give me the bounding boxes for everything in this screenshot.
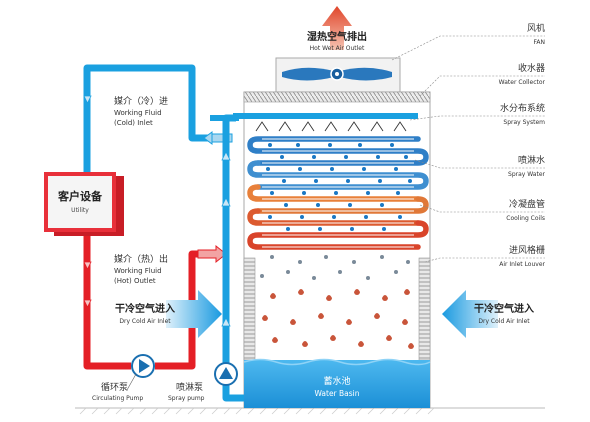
flow-arrows [83, 95, 231, 327]
air-inlet-louver-label-en: Air Inlet Louver [499, 261, 545, 268]
water-basin [244, 360, 430, 408]
water-collector-label-en: Water Collector [499, 79, 546, 86]
spray-droplets [266, 143, 412, 231]
water-basin-label-cn: 蓄水池 [323, 375, 350, 387]
water-collector-label-cn: 收水器 [518, 62, 545, 74]
cooling-coils-label-en: Cooling Coils [506, 215, 545, 222]
hot-air-outlet-arrow [322, 6, 352, 50]
utility-label-en: Utility [71, 207, 89, 214]
spray-system-label-en: Spray System [503, 119, 545, 126]
spray-water-label-cn: 喷淋水 [518, 154, 545, 166]
spray-pump-label-en: Spray pump [168, 395, 205, 402]
falling-droplets-grey [260, 255, 410, 280]
hot-air-outlet-label-cn: 湿热空气排出 [307, 30, 367, 43]
spray-pump-label-cn: 喷淋泵 [176, 381, 203, 393]
utility-box [44, 172, 124, 236]
cold-fluid-inlet-label-cn: 媒介（冷）进 [114, 95, 168, 107]
circulating-pump-icon [131, 354, 155, 378]
water-collector [243, 91, 431, 103]
cold-fluid-inlet-label-en1: Working Fluid [114, 109, 162, 117]
fan-label-en: FAN [534, 39, 546, 46]
dry-air-right-label-cn: 干冷空气进入 [474, 302, 534, 315]
dry-air-right-label-en: Dry Cold Air Inlet [478, 318, 530, 325]
spray-header-pipe [210, 113, 418, 121]
hot-fluid-outlet-label-cn: 媒介（热）出 [114, 253, 168, 265]
cooling-coils-label-cn: 冷凝盘管 [509, 198, 545, 210]
falling-droplets-warm [262, 289, 414, 349]
air-inlet-louver-right [418, 257, 431, 361]
hot-outlet-arrow [197, 244, 227, 264]
fan-label-cn: 风机 [527, 22, 545, 34]
coil-highlights [262, 138, 414, 248]
spray-system-label-cn: 水分布系统 [500, 102, 545, 114]
circulating-pump-label-en: Circulating Pump [92, 395, 143, 402]
dry-air-arrow-right [442, 290, 498, 338]
cold-fluid-inlet-label-en2: (Cold) Inlet [114, 119, 153, 127]
fan-icon [282, 67, 392, 81]
dry-air-left-label-en: Dry Cold Air Inlet [119, 318, 171, 325]
air-inlet-louver-left [243, 257, 256, 361]
hot-fluid-outlet-label-en1: Working Fluid [114, 267, 162, 275]
spray-water-pipe [222, 114, 244, 402]
ground-hatch [79, 407, 435, 415]
flow-arrows-hot [83, 261, 92, 308]
dry-air-left-label-cn: 干冷空气进入 [115, 302, 175, 315]
cold-fluid-pipe [83, 64, 212, 176]
spray-nozzles [255, 121, 407, 132]
hot-fluid-outlet-label-en2: (Hot) Outlet [114, 277, 156, 285]
hot-air-outlet-label-en: Hot Wet Air Outlet [310, 45, 365, 52]
dry-air-arrow-left [166, 290, 222, 338]
water-basin-surface [243, 358, 431, 366]
spray-pump-icon [214, 362, 238, 386]
callout-leaders [391, 35, 545, 263]
hot-return-pipe [83, 236, 131, 370]
air-inlet-louver-label-cn: 进风格栅 [509, 244, 545, 256]
utility-label-cn: 客户设备 [57, 189, 103, 203]
spray-water-label-en: Spray Water [508, 171, 545, 178]
circulating-pump-leader [126, 373, 137, 391]
circulating-pump-label-cn: 循环泵 [101, 381, 128, 393]
water-basin-label-en: Water Basin [314, 389, 359, 398]
